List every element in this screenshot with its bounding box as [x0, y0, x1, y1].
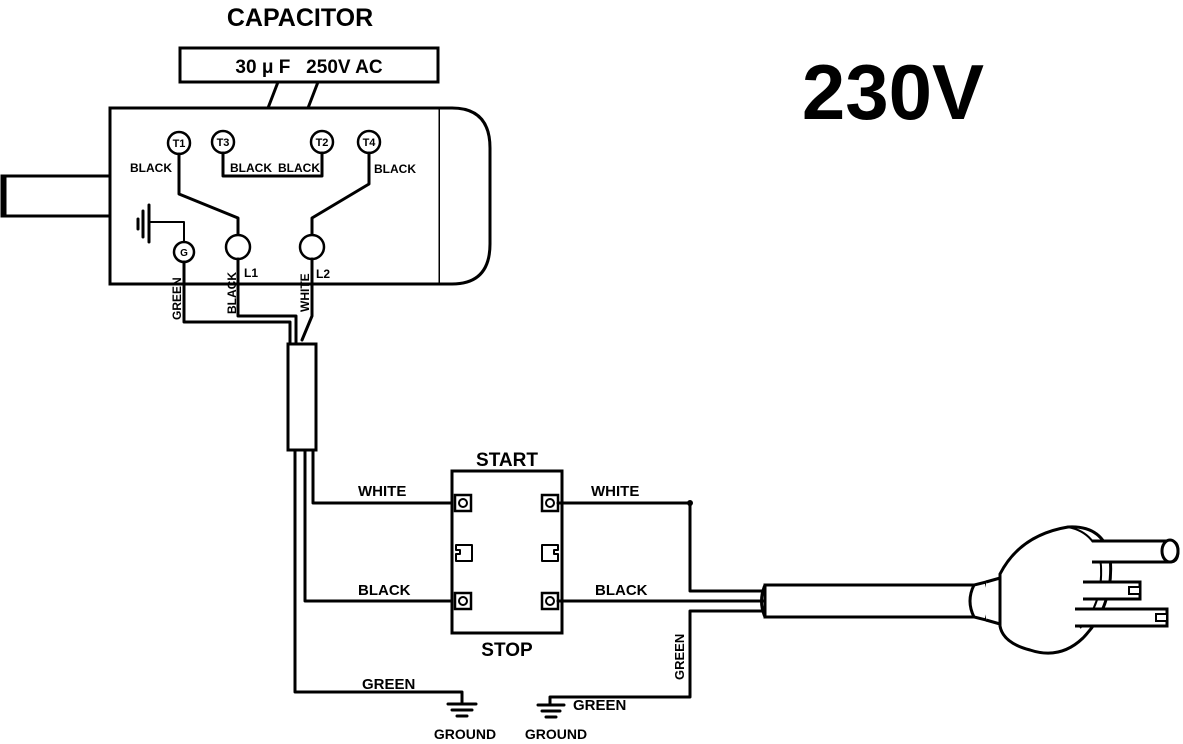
l2-post: [298, 233, 326, 261]
capacitor-lead-1: [266, 80, 280, 110]
t3-t2-jumper: [221, 151, 324, 178]
motor-white-wire: [311, 448, 462, 505]
ground-post: G: [172, 240, 196, 264]
svg-text:T1: T1: [173, 138, 186, 150]
terminal-t4: T4: [356, 129, 382, 155]
l2-label: L2: [316, 267, 330, 281]
motor-body: [108, 106, 442, 286]
terminal-t3: T3: [210, 129, 236, 155]
plug-white-label: WHITE: [591, 483, 639, 500]
switch-contact-left: [455, 544, 473, 562]
switch-contact-right: [541, 544, 559, 562]
power-plug-icon: [968, 525, 1180, 655]
switch-start-label: START: [476, 450, 538, 471]
motor-green-label: GREEN: [362, 676, 415, 693]
t4-lead-label: BLACK: [374, 162, 416, 176]
white-lead-label: WHITE: [298, 273, 312, 312]
t3-lead-label: BLACK: [230, 161, 272, 175]
svg-text:T4: T4: [363, 137, 377, 149]
white-lead: [300, 257, 314, 342]
svg-text:G: G: [180, 248, 188, 259]
green-lead: [182, 260, 292, 346]
voltage-label: 230V: [802, 48, 984, 136]
terminal-t2: T2: [309, 129, 335, 155]
svg-text:T3: T3: [217, 137, 230, 149]
capacitor-lead-2: [306, 80, 320, 110]
left-ground-icon: [446, 702, 478, 718]
motor-green-wire: [293, 448, 464, 704]
capacitor-box: [178, 46, 440, 84]
svg-text:T2: T2: [316, 137, 329, 149]
terminal-t1: T1: [166, 130, 192, 156]
l1-post: [224, 233, 252, 261]
switch-terminal-top-right: [540, 493, 560, 513]
t2-lead-label: BLACK: [278, 161, 320, 175]
motor-cable-sheath: [286, 342, 318, 452]
t4-to-l2: [310, 151, 371, 238]
black-lead: [236, 257, 298, 346]
capacitor-rating: 30 μ F 250V AC: [235, 57, 382, 78]
switch-terminal-bottom-left: [453, 591, 473, 611]
motor-black-label: BLACK: [358, 582, 411, 599]
plug-green-wire: [548, 609, 767, 706]
right-ground-icon: [536, 703, 566, 719]
plug-green-vertical-label: GREEN: [672, 634, 687, 680]
t1-lead-label: BLACK: [130, 161, 172, 175]
right-ground-label: GROUND: [525, 726, 587, 742]
motor-ground-icon: [136, 203, 185, 244]
white-wire-junction: [687, 500, 693, 506]
green-lead-label: GREEN: [170, 277, 184, 320]
plug-white-wire: [556, 501, 767, 593]
plug-green-label: GREEN: [573, 697, 626, 714]
black-lead-label: BLACK: [225, 272, 239, 314]
l1-label: L1: [244, 266, 258, 280]
plug-black-label: BLACK: [595, 582, 648, 599]
motor-black-wire: [303, 448, 462, 603]
switch-stop-label: STOP: [481, 640, 533, 661]
switch-terminal-top-left: [453, 493, 473, 513]
left-ground-label: GROUND: [434, 726, 496, 742]
switch-terminal-bottom-right: [540, 591, 560, 611]
capacitor-title: CAPACITOR: [227, 4, 373, 32]
motor-white-label: WHITE: [358, 483, 406, 500]
motor-shaft: [0, 174, 112, 218]
t1-to-l1: [177, 152, 240, 238]
plug-cable-end: [760, 584, 767, 618]
motor-end-cap: [440, 106, 492, 286]
plug-cable-sheath: [763, 583, 980, 619]
